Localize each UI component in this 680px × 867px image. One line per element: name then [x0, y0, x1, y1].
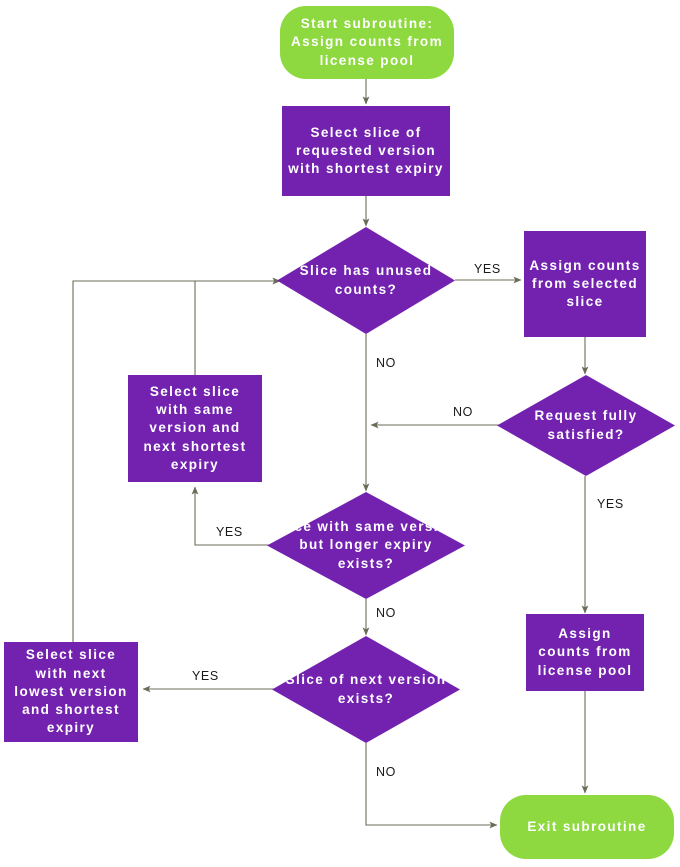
node-longer-expiry-exists-label: Slice with same version but longer expir…	[273, 519, 459, 571]
node-start[interactable]: Start subroutine: Assign counts from lic…	[280, 6, 454, 79]
edge-select-next-shortest-to-has-unused	[194, 277, 281, 375]
node-assign-counts-license-pool[interactable]: Assign counts from license pool	[526, 614, 644, 691]
edge-label-longer-expiry-yes: YES	[216, 525, 243, 539]
edge-label-next-version-yes: YES	[192, 669, 219, 683]
node-exit[interactable]: Exit subroutine	[500, 795, 674, 859]
node-start-label: Start subroutine: Assign counts from lic…	[291, 16, 443, 68]
edge-label-has-unused-no: NO	[376, 356, 396, 370]
node-slice-next-version-exists-label: Slice of next version exists?	[285, 672, 447, 706]
node-request-fully-satisfied[interactable]: Request fully satisfied?	[497, 375, 675, 476]
node-request-fully-satisfied-label: Request fully satisfied?	[534, 408, 638, 442]
node-slice-has-unused-counts[interactable]: Slice has unused counts?	[277, 227, 455, 334]
edge-label-has-unused-yes: YES	[474, 262, 501, 276]
node-select-slice-next-shortest-expiry[interactable]: Select slice with same version and next …	[128, 375, 262, 482]
edge-select-next-lowest-to-has-unused	[72, 277, 281, 642]
node-select-slice-shortest-expiry[interactable]: Select slice of requested version with s…	[282, 106, 450, 196]
node-exit-label: Exit subroutine	[527, 818, 647, 834]
edge-label-next-version-no: NO	[376, 765, 396, 779]
edge-label-request-satisfied-no: NO	[453, 405, 473, 419]
node-select-slice-next-lowest-version[interactable]: Select slice with next lowest version an…	[4, 642, 138, 742]
edge-longer-expiry-yes	[191, 486, 276, 546]
edge-label-request-satisfied-yes: YES	[597, 497, 624, 511]
node-slice-has-unused-counts-label: Slice has unused counts?	[299, 263, 433, 297]
node-slice-next-version-exists[interactable]: Slice of next version exists?	[272, 636, 460, 743]
node-select-slice-shortest-expiry-label: Select slice of requested version with s…	[288, 124, 444, 177]
edge-next-version-no	[365, 743, 498, 829]
node-assign-counts-license-pool-label: Assign counts from license pool	[537, 626, 633, 678]
node-assign-counts-selected-slice[interactable]: Assign counts from selected slice	[524, 231, 646, 337]
node-select-slice-next-shortest-expiry-label: Select slice with same version and next …	[143, 383, 247, 472]
node-select-slice-next-lowest-version-label: Select slice with next lowest version an…	[14, 647, 128, 736]
edge-label-longer-expiry-no: NO	[376, 606, 396, 620]
node-longer-expiry-exists[interactable]: Slice with same version but longer expir…	[267, 492, 465, 599]
node-assign-counts-selected-slice-label: Assign counts from selected slice	[529, 257, 641, 310]
